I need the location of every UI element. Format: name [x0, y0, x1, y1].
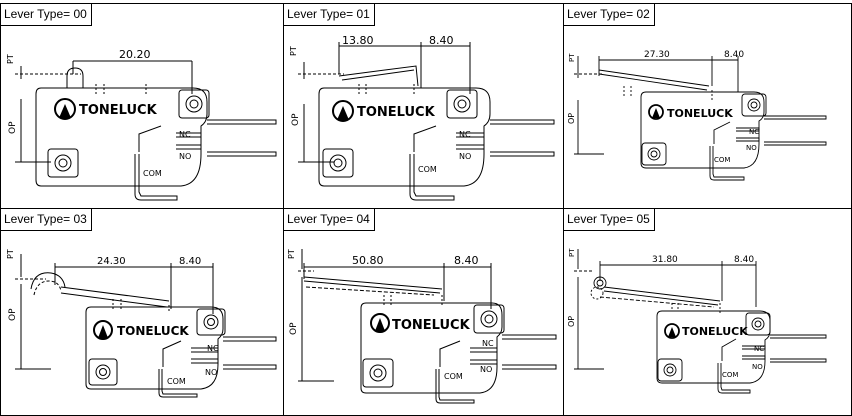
toneluck-logo-icon [648, 104, 664, 120]
toneluck-logo-icon [332, 100, 354, 122]
panel-lever-05: Lever Type= 05 31.80 8.40 TONELUCK PT OP… [564, 209, 851, 415]
switch-drawing-04 [298, 249, 557, 404]
panel-title: Lever Type= 02 [564, 4, 655, 26]
panel-lever-03: Lever Type= 03 24.30 8.40 TONELUCK PT OP… [1, 209, 284, 415]
switch-drawing-03 [15, 254, 277, 398]
toneluck-logo-icon [370, 313, 390, 333]
toneluck-logo-icon [54, 98, 76, 120]
panel-lever-04: Lever Type= 04 50.80 8.40 TONELUCK PT OP… [284, 209, 564, 415]
panel-title: Lever Type= 05 [564, 209, 655, 231]
switch-drawing-01 [298, 42, 555, 201]
toneluck-logo-icon [93, 320, 113, 340]
switch-drawing-00 [15, 60, 277, 201]
panel-title: Lever Type= 03 [1, 209, 92, 231]
panel-title: Lever Type= 01 [284, 4, 375, 26]
panel-lever-00: Lever Type= 00 20.20 TONELUCK PT OP NC N… [1, 4, 284, 209]
panel-title: Lever Type= 00 [1, 4, 92, 26]
panel-lever-02: Lever Type= 02 27.30 8.40 TONELUCK PT OP… [564, 4, 851, 209]
lever-type-grid: Lever Type= 00 20.20 TONELUCK PT OP NC N… [0, 3, 852, 416]
switch-drawing-02 [574, 56, 827, 181]
toneluck-logo-icon [664, 323, 680, 339]
panel-title: Lever Type= 04 [284, 209, 375, 231]
panel-lever-01: Lever Type= 01 13.80 8.40 TONELUCK PT OP… [284, 4, 564, 209]
switch-drawing-05 [574, 249, 827, 394]
